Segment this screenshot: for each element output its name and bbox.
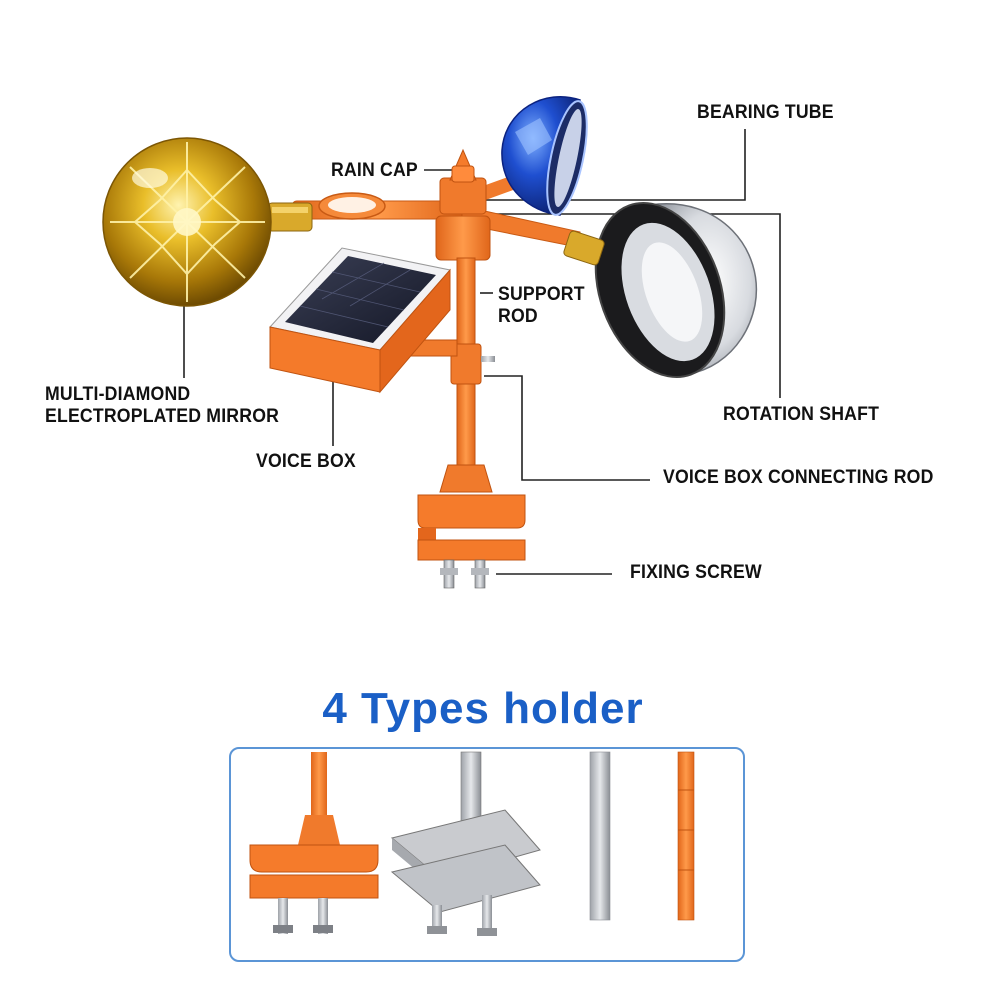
label-rain-cap: RAIN CAP [331,160,418,181]
label-multi-diamond-mirror: MULTI-DIAMOND ELECTROPLATED MIRROR [45,384,280,427]
holder-type-metal-clamp [390,751,541,936]
label-fixing-screw: FIXING SCREW [630,562,762,583]
label-rotation-shaft: ROTATION SHAFT [723,404,880,425]
main-clamp [417,464,526,589]
blue-mirror-cup [501,96,588,216]
holder-type-metal-rod [589,751,611,921]
holder-type-orange-clamp [249,752,379,934]
label-voice-box-connecting-rod: VOICE BOX CONNECTING ROD [663,467,934,488]
central-hub [435,148,491,261]
voice-box-shape [269,247,451,394]
holder-types-panel [229,747,745,962]
leader-connecting-rod [484,375,650,481]
leader-rotation-shaft [484,213,781,398]
silver-mirror-cup [563,201,758,379]
label-voice-box: VOICE BOX [256,451,356,472]
holder-type-orange-rod [677,751,695,921]
support-rod-shape [450,257,495,469]
label-support-rod: SUPPORT ROD [498,284,585,327]
label-bearing-tube: BEARING TUBE [697,102,834,123]
gold-mirror-ball [102,137,272,307]
holder-section-title: 4 Types holder [322,684,644,733]
